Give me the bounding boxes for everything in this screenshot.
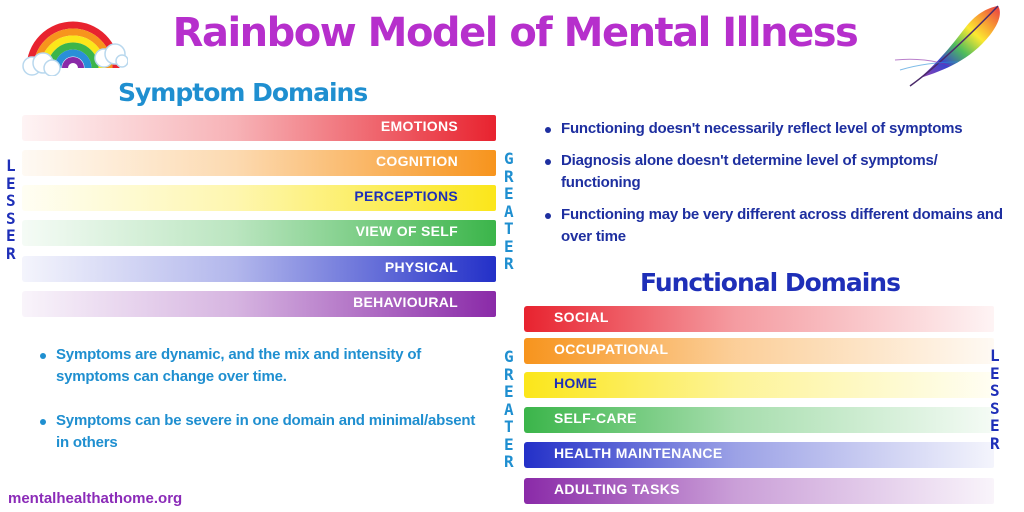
symptom-bar-label: EMOTIONS bbox=[380, 118, 458, 134]
functioning-notes-list: Functioning doesn't necessarily reflect … bbox=[543, 118, 1013, 258]
symptom-bar-label: PERCEPTIONS bbox=[354, 188, 458, 204]
functional-domains-title: Functional Domains bbox=[640, 268, 901, 297]
vertical-letter: E bbox=[6, 173, 16, 193]
functional-bar-label: SELF-CARE bbox=[554, 410, 637, 426]
functional-bar-label: SOCIAL bbox=[554, 309, 609, 325]
vertical-letter: E bbox=[6, 226, 16, 245]
symptom-domains-title: Symptom Domains bbox=[118, 78, 368, 107]
symptom-bar-view-of-self: VIEW OF SELF bbox=[22, 220, 496, 246]
vertical-letter: R bbox=[504, 166, 514, 186]
functional-bar-home: HOME bbox=[524, 372, 994, 398]
vertical-letter: R bbox=[504, 452, 514, 471]
functional-bar-health-maintenance: HEALTH MAINTENANCE bbox=[524, 442, 994, 468]
vertical-letter: R bbox=[6, 243, 16, 263]
vertical-letter: E bbox=[504, 382, 514, 401]
functional-bar-label: HOME bbox=[554, 375, 598, 391]
vertical-letter: S bbox=[990, 381, 1000, 400]
symptom-bar-behavioural: BEHAVIOURAL bbox=[22, 291, 496, 317]
vertical-letter: L bbox=[990, 346, 1000, 365]
vertical-letter: E bbox=[990, 363, 1000, 383]
symptom-bar-label: COGNITION bbox=[375, 153, 458, 169]
vertical-letter: A bbox=[504, 201, 514, 221]
functional-bar-adulting-tasks: ADULTING TASKS bbox=[524, 478, 994, 504]
website-footer-link[interactable]: mentalhealthathome.org bbox=[8, 490, 183, 507]
rainbow-feather-icon bbox=[894, 5, 1000, 87]
symptom-bar-label: PHYSICAL bbox=[384, 259, 458, 275]
symptom-bar-emotions: EMOTIONS bbox=[22, 115, 496, 141]
functional-bar-label: ADULTING TASKS bbox=[554, 481, 680, 497]
functional-bar-label: OCCUPATIONAL bbox=[554, 341, 669, 357]
symptom-bar-physical: PHYSICAL bbox=[22, 256, 496, 282]
vertical-letter: E bbox=[504, 236, 514, 256]
vertical-letter: S bbox=[6, 208, 16, 228]
symptom-bar-cognition: COGNITION bbox=[22, 150, 496, 176]
vertical-letter: R bbox=[504, 364, 514, 384]
vertical-letter: R bbox=[504, 254, 514, 273]
list-item: Functioning doesn't necessarily reflect … bbox=[543, 118, 1013, 140]
functional-bar-social: SOCIAL bbox=[524, 306, 994, 332]
vertical-letter: G bbox=[504, 149, 514, 168]
functional-bar-occupational: OCCUPATIONAL bbox=[524, 338, 994, 364]
vertical-letter: E bbox=[504, 434, 514, 454]
vertical-letter: T bbox=[504, 219, 514, 238]
symptom-bar-perceptions: PERCEPTIONS bbox=[22, 185, 496, 211]
symptom-bar-label: BEHAVIOURAL bbox=[353, 294, 458, 310]
vertical-letter: S bbox=[990, 398, 1000, 418]
list-item: Functioning may be very different across… bbox=[543, 204, 1013, 248]
symptom-notes-list: Symptoms are dynamic, and the mix and in… bbox=[38, 344, 478, 476]
vertical-letter: L bbox=[6, 156, 16, 175]
symptom-bar-label: VIEW OF SELF bbox=[355, 223, 458, 239]
vertical-letter: G bbox=[504, 347, 514, 366]
vertical-letter: A bbox=[504, 399, 514, 419]
vertical-letter: E bbox=[990, 416, 1000, 435]
functional-bar-label: HEALTH MAINTENANCE bbox=[554, 445, 723, 461]
page-title: Rainbow Model of Mental Illness bbox=[172, 10, 859, 56]
rainbow-logo-icon bbox=[22, 21, 128, 76]
vertical-letter: R bbox=[990, 433, 1000, 453]
list-item: Symptoms are dynamic, and the mix and in… bbox=[38, 344, 478, 388]
vertical-letter: E bbox=[504, 184, 514, 203]
functional-bar-self-care: SELF-CARE bbox=[524, 407, 994, 433]
vertical-letter: S bbox=[6, 191, 16, 210]
list-item: Diagnosis alone doesn't determine level … bbox=[543, 150, 1013, 194]
list-item: Symptoms can be severe in one domain and… bbox=[38, 410, 478, 454]
vertical-letter: T bbox=[504, 417, 514, 436]
